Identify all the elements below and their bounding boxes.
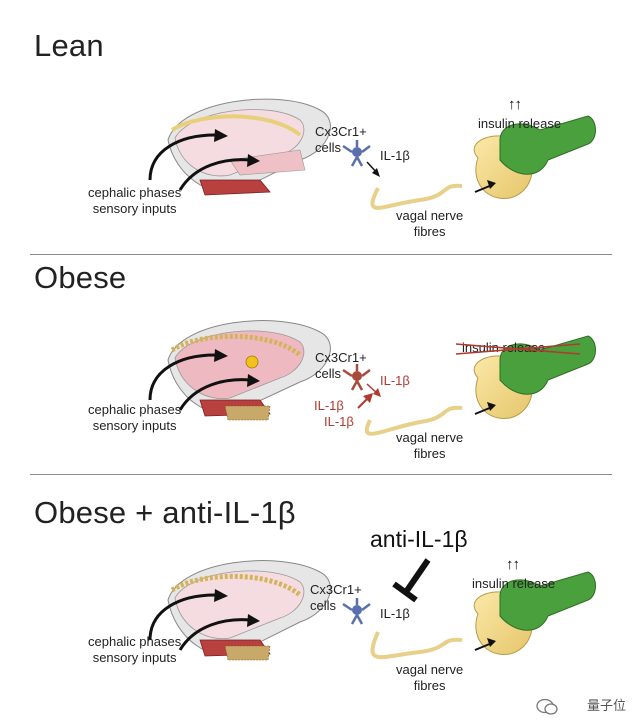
inhibition-icon	[392, 558, 431, 603]
brain-icon	[167, 98, 331, 196]
cells-label: Cx3Cr1+cells	[315, 350, 367, 381]
lean-scene	[148, 98, 596, 210]
treated-scene	[148, 558, 596, 661]
brain-icon	[167, 560, 331, 661]
panel-title-lean: Lean	[34, 28, 104, 63]
anti-il1b-label: anti-IL-1β	[370, 526, 468, 552]
il1b-secreted-label: IL-1β	[324, 414, 354, 429]
strike-through-icon	[455, 343, 581, 355]
watermark-text: 量子位	[586, 698, 626, 713]
il1b-secreted-label: IL-1β	[314, 398, 344, 413]
panel-title-obese: Obese	[34, 260, 127, 295]
microglia-cell-icon	[342, 598, 371, 625]
insulin-label: insulin release	[472, 576, 556, 591]
microglia-cell-icon	[342, 364, 371, 391]
il1b-label: IL-1β	[380, 148, 410, 163]
il1b-label: IL-1β	[380, 606, 410, 621]
divider	[30, 474, 612, 475]
increase-arrows: ↑↑	[508, 96, 522, 113]
microglia-cell-icon	[342, 140, 371, 167]
cells-label: Cx3Cr1+cells	[310, 582, 362, 613]
cells-label: Cx3Cr1+cells	[315, 124, 367, 155]
panel-title-obese-anti: Obese + anti-IL-1β	[34, 495, 296, 530]
il1b-label: IL-1β	[380, 373, 410, 388]
insulin-label: insulin release	[478, 116, 562, 131]
divider	[30, 254, 612, 255]
brain-icon	[167, 320, 331, 421]
wechat-icon	[536, 698, 558, 715]
increase-arrows: ↑↑	[506, 556, 520, 573]
obese-scene	[148, 320, 596, 436]
